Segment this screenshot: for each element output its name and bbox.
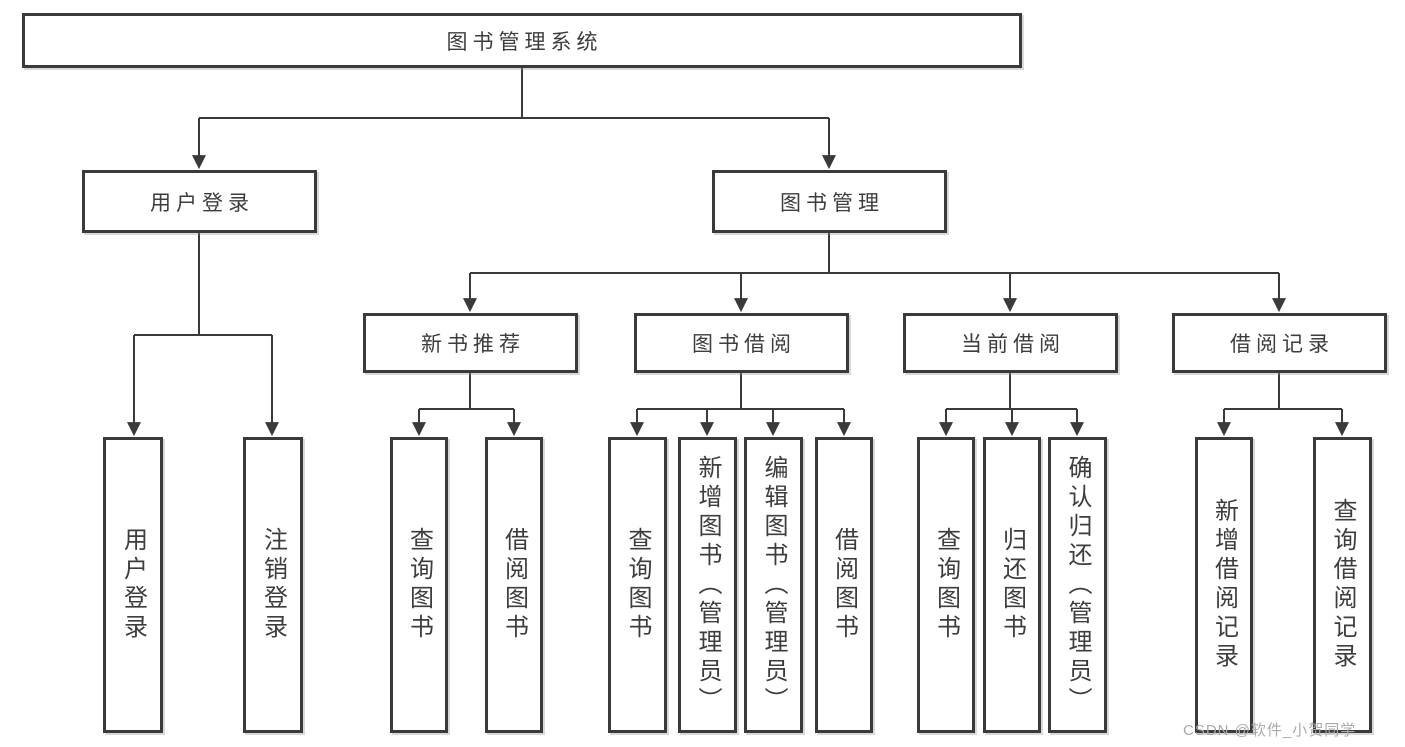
node-leaf-edit-book-admin: 编辑图书（管理员） bbox=[744, 437, 803, 733]
node-leaf-user-login: 用户登录 bbox=[103, 437, 163, 733]
node-borrowing-records: 借阅记录 bbox=[1172, 313, 1387, 373]
node-leaf-query-borrow-record: 查询借阅记录 bbox=[1313, 437, 1372, 733]
node-leaf-borrow-books-2: 借阅图书 bbox=[815, 437, 873, 733]
node-leaf-add-borrow-record: 新增借阅记录 bbox=[1195, 437, 1253, 733]
node-leaf-borrow-books-1: 借阅图书 bbox=[485, 437, 543, 733]
node-leaf-add-book-admin: 新增图书（管理员） bbox=[678, 437, 737, 733]
node-leaf-return-book: 归还图书 bbox=[983, 437, 1041, 733]
node-leaf-query-books-2: 查询图书 bbox=[608, 437, 667, 733]
node-book-management: 图书管理 bbox=[712, 170, 947, 233]
node-library-management-system: 图书管理系统 bbox=[22, 13, 1022, 68]
csdn-watermark: CSDN @软件_小贺同学 bbox=[1183, 722, 1357, 739]
node-new-book-recommend: 新书推荐 bbox=[363, 313, 578, 373]
node-leaf-query-books-3: 查询图书 bbox=[917, 437, 975, 733]
node-leaf-logout: 注销登录 bbox=[243, 437, 303, 733]
node-leaf-confirm-return-admin: 确认归还（管理员） bbox=[1048, 437, 1107, 733]
node-leaf-query-books-1: 查询图书 bbox=[390, 437, 448, 733]
node-user-login: 用户登录 bbox=[82, 170, 317, 233]
node-current-borrowing: 当前借阅 bbox=[903, 313, 1118, 373]
node-book-borrowing: 图书借阅 bbox=[634, 313, 849, 373]
